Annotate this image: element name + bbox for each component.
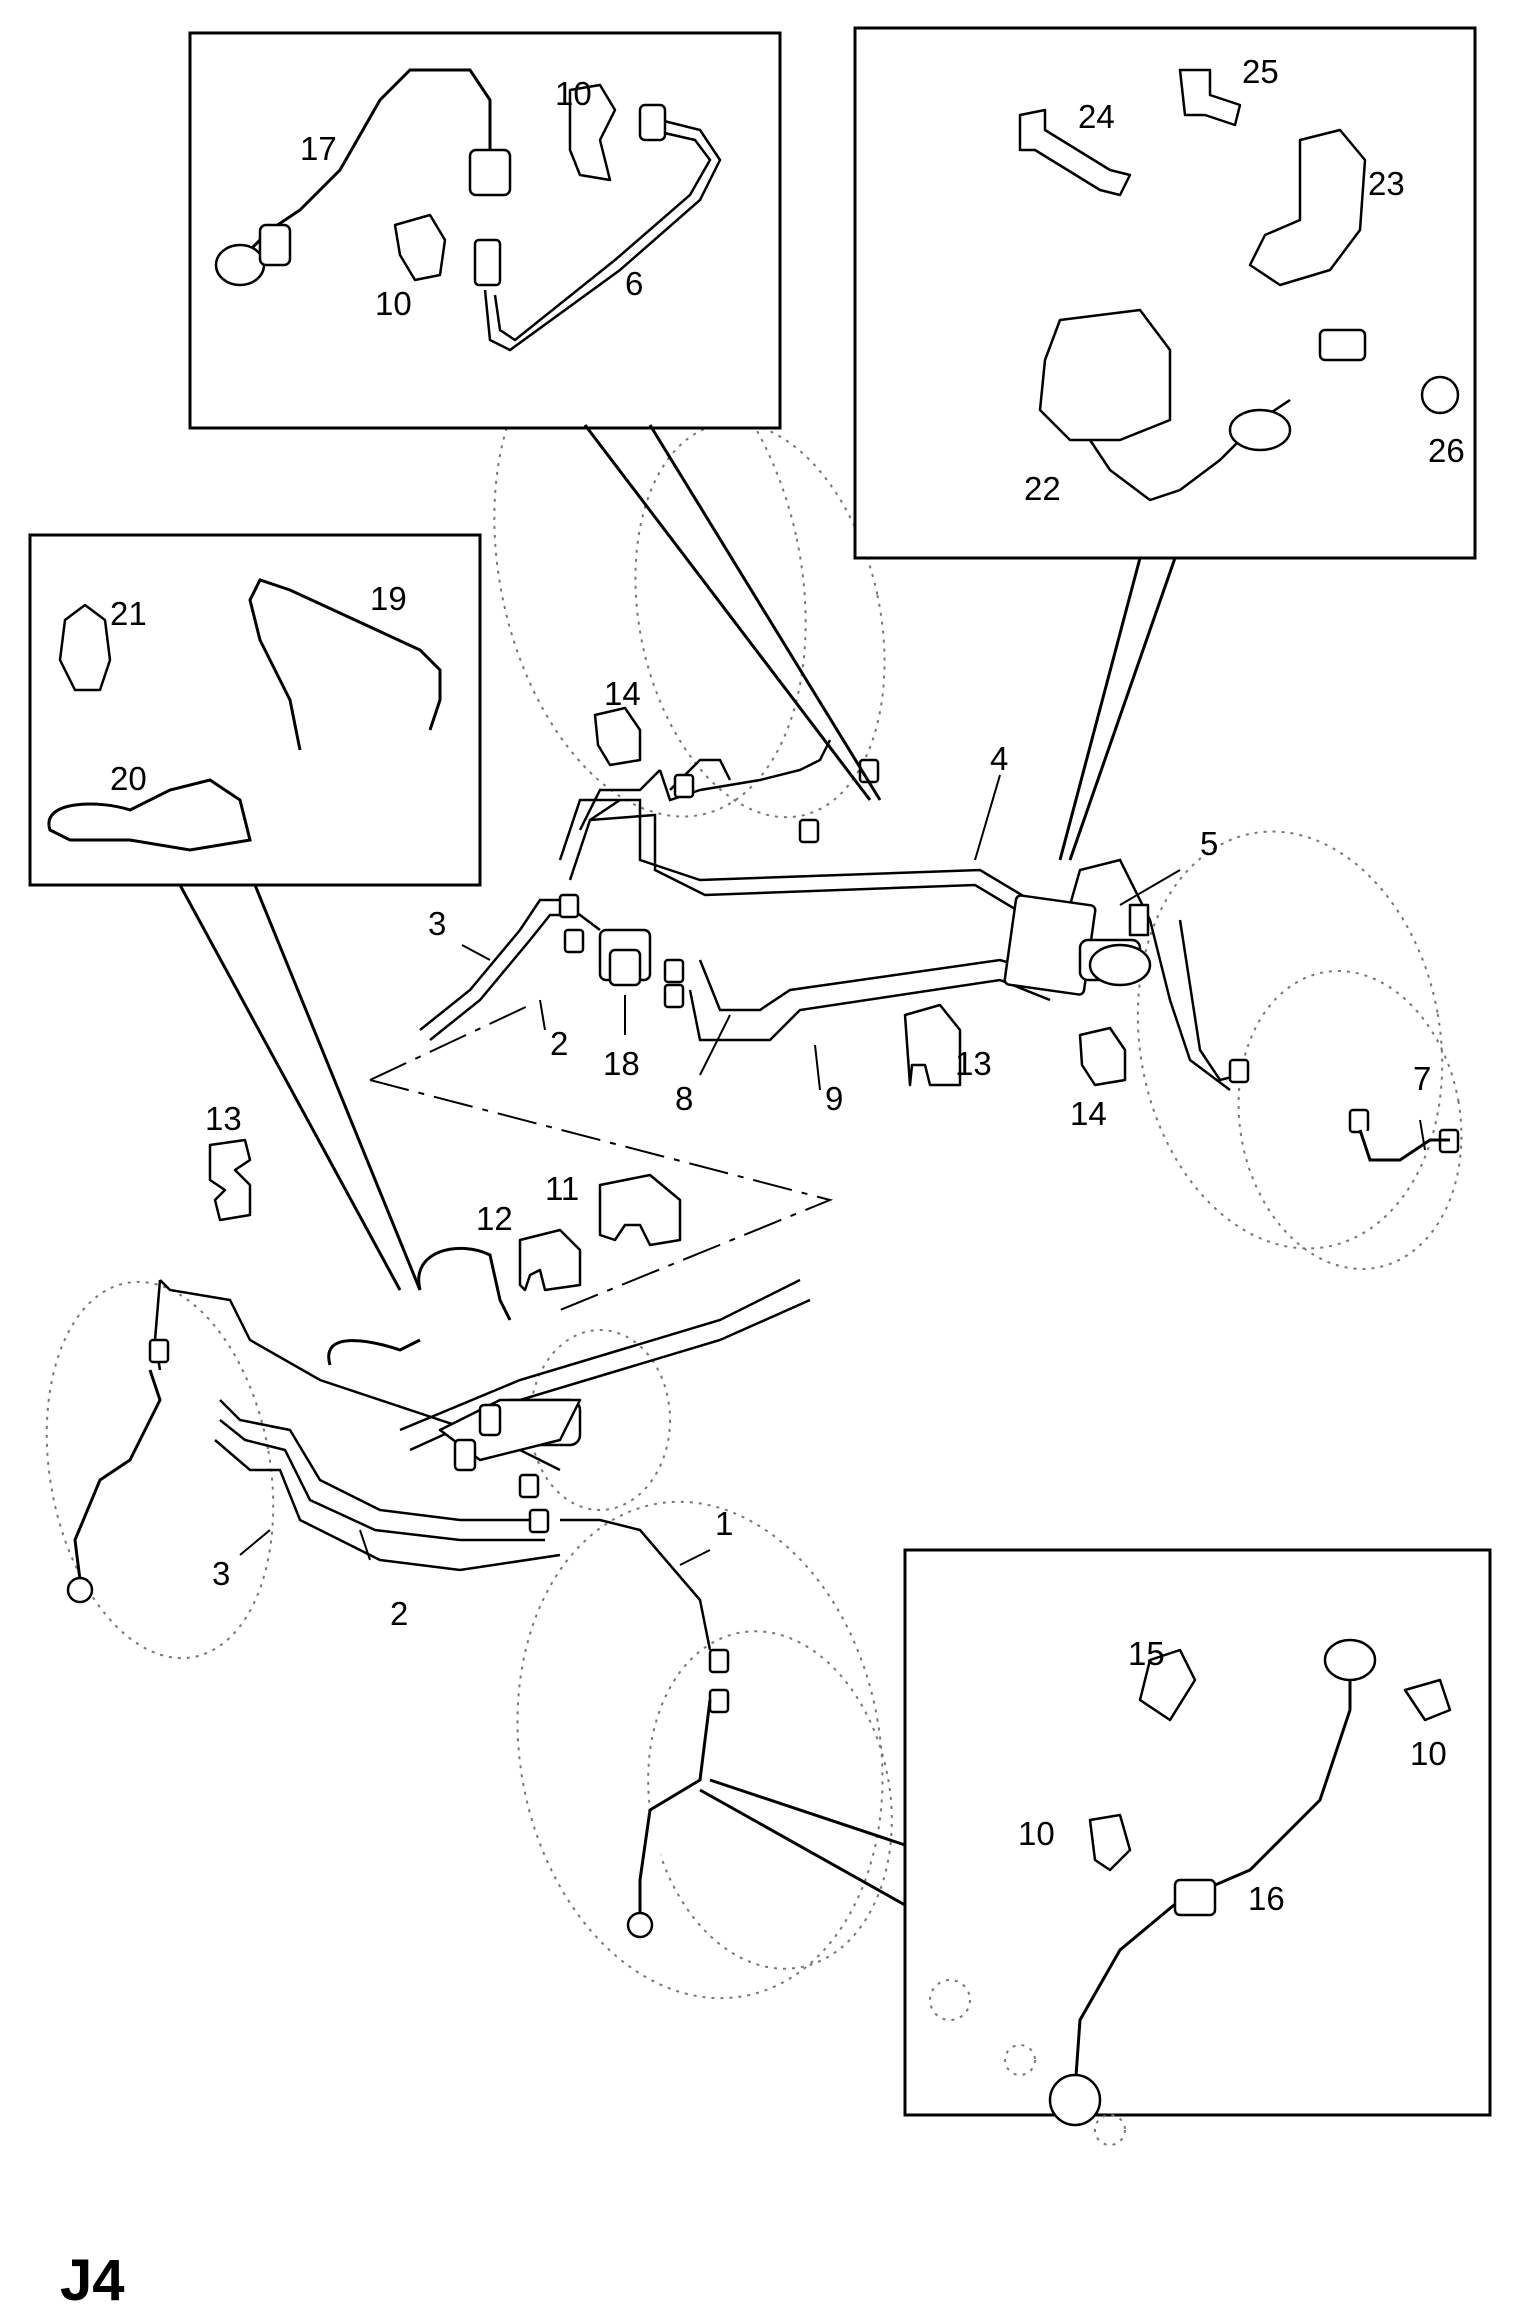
callout-labels: 1 2 2 3 3 4 5 6 7 8 9 10 10 10 10 11 12 … xyxy=(110,53,1465,1917)
callout-17: 17 xyxy=(300,130,337,167)
callout-26: 26 xyxy=(1428,432,1465,469)
callout-10: 10 xyxy=(555,75,592,112)
callout-8: 8 xyxy=(675,1080,693,1117)
callout-16: 16 xyxy=(1248,1880,1285,1917)
callout-11: 11 xyxy=(545,1170,579,1207)
callout-10: 10 xyxy=(1410,1735,1447,1772)
callout-10: 10 xyxy=(375,285,412,322)
callout-18: 18 xyxy=(603,1045,640,1082)
sheet-code: J4 xyxy=(60,2248,125,2313)
callout-14: 14 xyxy=(1070,1095,1107,1132)
callout-2: 2 xyxy=(390,1595,408,1632)
callout-6: 6 xyxy=(625,265,643,302)
detail-box-top-left xyxy=(188,31,782,430)
subassembly-outline xyxy=(369,1004,834,1311)
callout-23: 23 xyxy=(1368,165,1405,202)
pipe-unions xyxy=(148,758,1460,1714)
clip-14-upper xyxy=(593,706,642,767)
callout-21: 21 xyxy=(110,595,147,632)
callout-13: 13 xyxy=(955,1045,992,1082)
callout-4: 4 xyxy=(990,740,1008,777)
clip-14-lower xyxy=(1078,1026,1127,1087)
callout-24: 24 xyxy=(1078,98,1115,135)
callout-20: 20 xyxy=(110,760,147,797)
callout-1: 1 xyxy=(715,1505,733,1542)
callout-15: 15 xyxy=(1128,1635,1165,1672)
callout-14: 14 xyxy=(604,675,641,712)
front-abs-module xyxy=(438,1398,582,1472)
callout-19: 19 xyxy=(370,580,407,617)
callout-9: 9 xyxy=(825,1080,843,1117)
callout-12: 12 xyxy=(476,1200,513,1237)
detail-box-top-right xyxy=(853,26,1477,560)
detail-box-bottom-right xyxy=(903,1548,1492,2146)
callout-10: 10 xyxy=(1018,1815,1055,1852)
clip-11 xyxy=(598,1173,682,1247)
clip-12 xyxy=(518,1228,582,1292)
detail-box-mid-left xyxy=(28,533,482,887)
callout-2: 2 xyxy=(550,1025,568,1062)
leader-lines xyxy=(178,424,1426,1907)
callout-7: 7 xyxy=(1413,1060,1431,1097)
callout-5: 5 xyxy=(1200,825,1218,862)
callout-13: 13 xyxy=(205,1100,242,1137)
pressure-regulator-rear xyxy=(1003,894,1152,996)
callout-25: 25 xyxy=(1242,53,1279,90)
main-hoses xyxy=(66,1247,712,1939)
clip-13-right xyxy=(903,1003,962,1087)
callout-22: 22 xyxy=(1024,470,1061,507)
clip-13-left xyxy=(208,1138,252,1222)
valve-block-18 xyxy=(598,928,652,987)
callout-3: 3 xyxy=(428,905,446,942)
callout-3: 3 xyxy=(212,1555,230,1592)
